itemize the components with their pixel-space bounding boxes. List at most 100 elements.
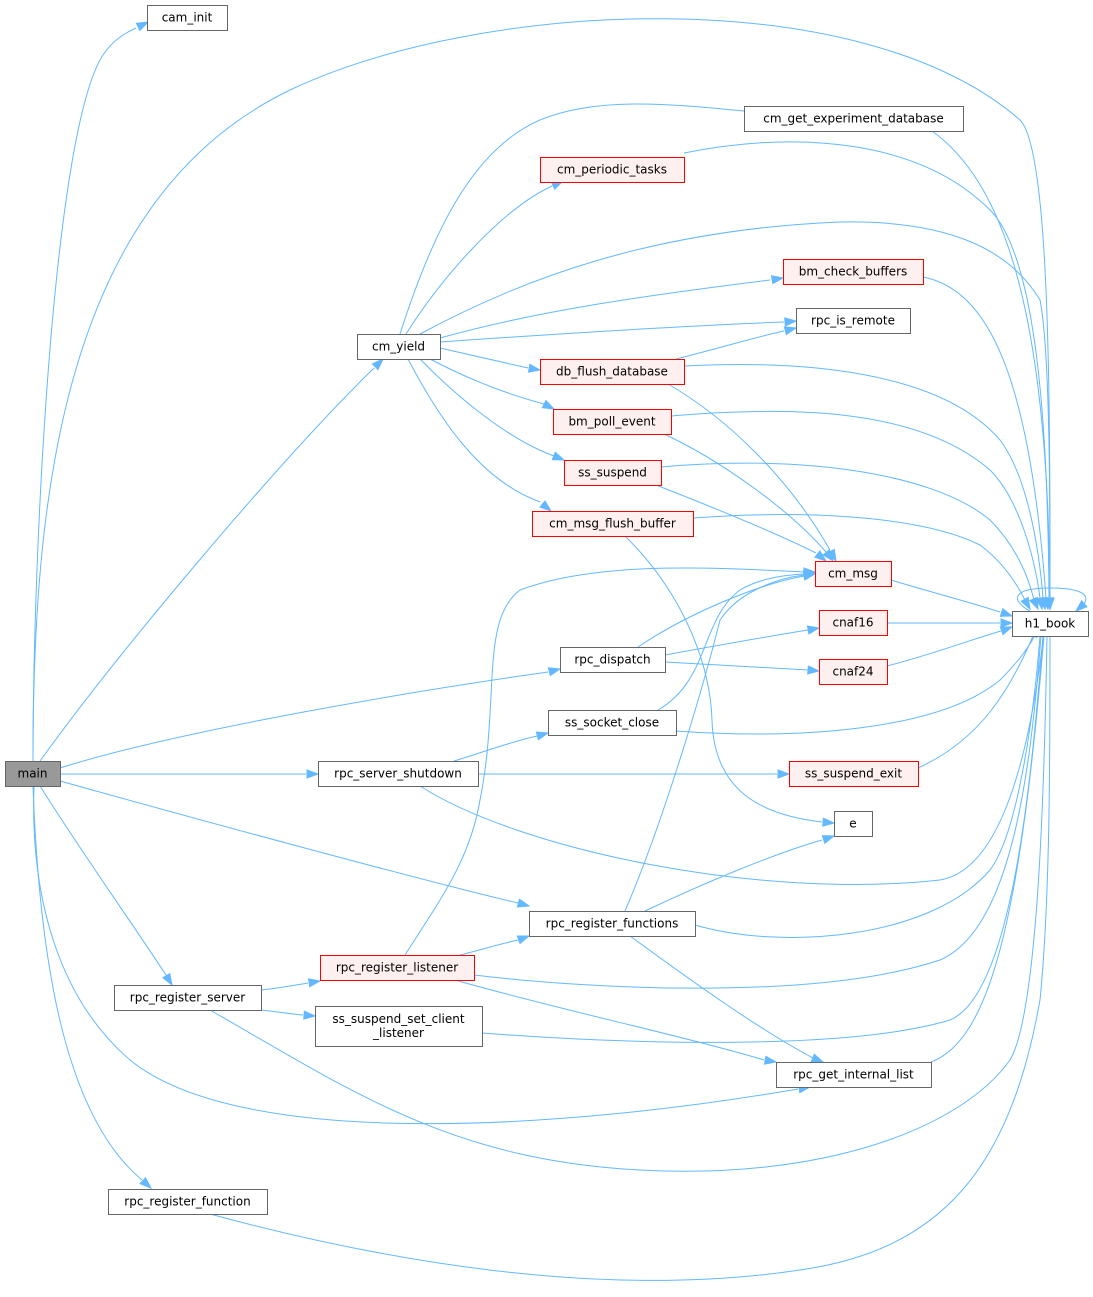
node-cm-msg[interactable]: cm_msg: [815, 561, 892, 587]
node-cam-init[interactable]: cam_init: [147, 5, 228, 31]
node-label: rpc_register_function: [124, 1195, 250, 1209]
edge-line: [890, 579, 1001, 613]
node-box: [147, 5, 228, 31]
edge-line: [59, 671, 549, 769]
node-box: [834, 811, 873, 837]
edge-arrowhead: [1074, 599, 1088, 612]
node-h1-book[interactable]: h1_book: [1012, 611, 1089, 637]
node-ss-suspend-set-client-listener[interactable]: ss_suspend_set_client_listener: [315, 1006, 483, 1047]
edge-line: [429, 358, 545, 405]
node-bm-poll-event[interactable]: bm_poll_event: [553, 409, 672, 435]
edge-line: [439, 347, 529, 369]
edge-arrowhead: [1000, 618, 1014, 628]
edge-rpc_register_listener-to-rpc_get_internal_list: [454, 979, 778, 1065]
edge-rpc_register_listener-to-cm_msg: [404, 567, 817, 956]
node-box: [819, 610, 888, 636]
edge-rpc_server_shutdown-to-ss_socket_close: [453, 731, 550, 762]
edge-rpc_get_internal_list-to-h1_book: [930, 622, 1049, 1063]
edge-rpc_server_shutdown-to-h1_book: [419, 622, 1050, 885]
node-label: cm_get_experiment_database: [763, 112, 944, 126]
node-db-flush-database[interactable]: db_flush_database: [540, 359, 685, 385]
edge-ss_suspend_set_client_listener-to-h1_book: [481, 622, 1048, 1043]
node-rpc-register-function[interactable]: rpc_register_function: [108, 1189, 268, 1215]
node-rpc-register-functions[interactable]: rpc_register_functions: [529, 911, 696, 937]
edge-line: [405, 185, 553, 335]
edge-rpc_server_shutdown-to-ss_suspend_exit: [478, 769, 791, 779]
edge-arrowhead: [822, 549, 834, 563]
node-rpc-register-server[interactable]: rpc_register_server: [114, 985, 262, 1011]
edge-rpc_dispatch-to-cnaf24: [664, 661, 821, 675]
node-box: [819, 659, 888, 685]
edge-arrowhead: [803, 567, 817, 577]
node-label: rpc_register_listener: [336, 961, 458, 975]
node-box: [796, 308, 911, 334]
node-bm-check-buffers[interactable]: bm_check_buffers: [783, 259, 924, 285]
node-cnaf16[interactable]: cnaf16: [819, 610, 888, 636]
edge-arrowhead: [806, 625, 821, 635]
edge-arrowhead: [822, 817, 836, 827]
node-ss-socket-close[interactable]: ss_socket_close: [548, 710, 677, 736]
edge-line: [692, 514, 1026, 601]
node-box: [540, 157, 685, 183]
edge-cm_msg-to-h1_book: [890, 579, 1014, 617]
edge-main-to-rpc_dispatch: [59, 667, 562, 769]
node-rpc-server-shutdown[interactable]: rpc_server_shutdown: [318, 761, 479, 787]
node-rpc-dispatch[interactable]: rpc_dispatch: [560, 647, 666, 673]
node-box: [114, 985, 262, 1011]
edge-arrowhead: [535, 731, 550, 741]
edge-arrowhead: [783, 326, 798, 336]
node-ss-suspend[interactable]: ss_suspend: [564, 460, 662, 486]
edge-arrowhead: [1029, 596, 1039, 611]
node-cm-yield[interactable]: cm_yield: [357, 334, 441, 360]
node-box: [108, 1189, 268, 1215]
edge-line: [629, 935, 814, 1059]
edge-bm_poll_event-to-h1_book: [670, 410, 1045, 611]
node-e[interactable]: e: [834, 811, 873, 837]
edge-line: [624, 535, 823, 823]
edge-arrowhead: [303, 1010, 317, 1020]
node-label: db_flush_database: [556, 365, 668, 379]
edge-rpc_register_listener-to-rpc_register_functions: [459, 935, 531, 956]
edge-line: [660, 462, 1035, 601]
node-label: h1_book: [1025, 617, 1076, 631]
node-main[interactable]: main: [5, 761, 61, 787]
node-ss-suspend-exit[interactable]: ss_suspend_exit: [789, 761, 919, 787]
node-label: ss_suspend_exit: [805, 767, 902, 781]
node-cm-msg-flush-buffer[interactable]: cm_msg_flush_buffer: [532, 511, 694, 537]
edge-line: [664, 661, 809, 671]
node-rpc-get-internal-list[interactable]: rpc_get_internal_list: [776, 1062, 932, 1088]
node-label: cnaf16: [832, 616, 873, 630]
edge-line: [670, 410, 1041, 599]
edge-line: [683, 364, 1044, 599]
edge-arrowhead: [821, 835, 836, 845]
node-cm-get-experiment-database[interactable]: cm_get_experiment_database: [744, 106, 964, 132]
node-box: [315, 1006, 483, 1047]
edge-cm_yield-to-cm_get_experiment_database: [399, 103, 768, 335]
edge-line: [694, 635, 1041, 938]
edge-line: [667, 383, 831, 551]
node-box: [548, 710, 677, 736]
edge-line: [886, 630, 1002, 667]
edge-cm_msg_flush_buffer-to-e: [624, 535, 836, 827]
edge-arrowhead: [539, 500, 553, 512]
edge-cm_yield-to-bm_poll_event: [429, 358, 556, 410]
edge-line: [454, 979, 765, 1061]
edge-line: [473, 635, 1042, 989]
node-box: [529, 911, 696, 937]
edge-rpc_register_functions-to-cm_msg: [624, 570, 817, 912]
edge-line: [419, 221, 1051, 599]
edge-line: [1017, 587, 1087, 612]
edge-cm_get_experiment_database-to-h1_book: [931, 130, 1055, 611]
node-rpc-is-remote[interactable]: rpc_is_remote: [796, 308, 911, 334]
node-cm-periodic-tasks[interactable]: cm_periodic_tasks: [540, 157, 685, 183]
edge-arrowhead: [139, 1176, 153, 1189]
edge-line: [675, 634, 1036, 735]
edge-arrowhead: [547, 667, 562, 677]
edge-line: [637, 575, 805, 648]
edge-line: [209, 635, 1048, 1172]
edge-main-to-cm_yield: [39, 357, 385, 762]
node-cnaf24[interactable]: cnaf24: [819, 659, 888, 685]
edge-line: [664, 629, 809, 656]
node-rpc-register-listener[interactable]: rpc_register_listener: [320, 955, 475, 981]
edge-main-to-rpc_register_function: [32, 785, 153, 1189]
